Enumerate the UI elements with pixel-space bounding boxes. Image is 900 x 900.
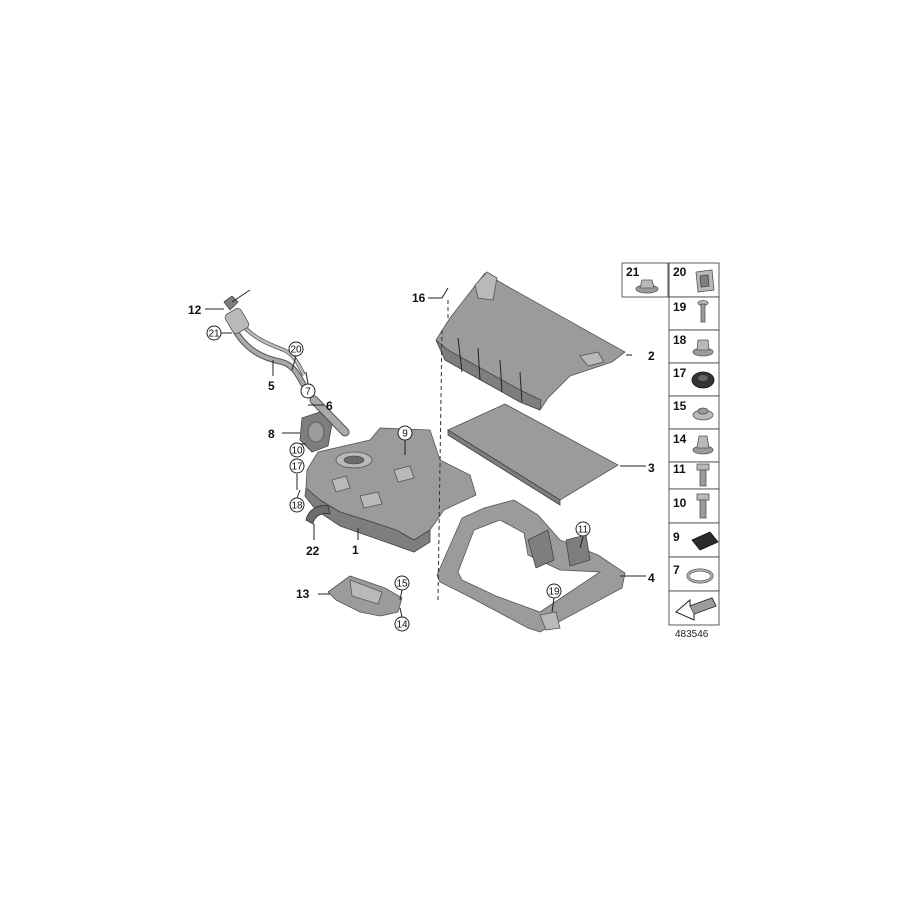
svg-text:15: 15 [396, 579, 408, 590]
clip-12-part [223, 289, 251, 311]
legend-label-21: 21 [626, 265, 640, 279]
callout-1: 1 [352, 543, 359, 557]
svg-text:19: 19 [548, 587, 560, 598]
callout-14-circled: 14 [394, 616, 410, 632]
svg-text:9: 9 [402, 429, 408, 440]
callout-13: 13 [296, 587, 310, 601]
legend-panel: 21 20 19 18 17 15 14 11 10 9 7 [621, 262, 720, 626]
bolt-10-icon [696, 493, 710, 519]
nut-14-icon [692, 435, 714, 455]
svg-text:14: 14 [396, 620, 408, 631]
callout-19-circled: 19 [546, 583, 562, 599]
callout-8: 8 [268, 427, 275, 441]
svg-text:20: 20 [290, 345, 302, 356]
screw-19-icon [697, 300, 709, 323]
legend-label-18: 18 [673, 333, 687, 347]
legend-label-15: 15 [673, 399, 687, 413]
callout-3: 3 [648, 461, 655, 475]
svg-text:18: 18 [291, 501, 303, 512]
legend-label-7: 7 [673, 563, 680, 577]
callout-2: 2 [648, 349, 655, 363]
mat-part [447, 403, 619, 506]
callout-5: 5 [268, 379, 275, 393]
callout-18-circled: 18 [289, 497, 305, 513]
legend-label-14: 14 [673, 432, 687, 446]
direction-arrow-icon [675, 597, 717, 621]
diagram-number: 483546 [675, 629, 709, 640]
callout-7-circled: 7 [300, 383, 316, 399]
callout-20-circled: 20 [288, 341, 304, 357]
clamp-7-icon [686, 568, 714, 584]
callout-15-circled: 15 [394, 575, 410, 591]
callout-22: 22 [306, 544, 320, 558]
callout-12: 12 [188, 303, 202, 317]
fuel-tank-part [304, 427, 477, 553]
frame-part [436, 499, 626, 633]
callout-9-circled: 9 [397, 425, 413, 441]
bolt-11-icon [696, 463, 710, 487]
callout-16: 16 [412, 291, 426, 305]
legend-label-20: 20 [673, 265, 687, 279]
grommet-17-icon [691, 371, 715, 389]
grommet-18-icon [692, 339, 714, 357]
nut-21-icon [635, 279, 659, 294]
upper-cover-part [435, 271, 626, 411]
callout-10-circled: 10 [289, 442, 305, 458]
clip-20-icon [695, 269, 715, 293]
legend-label-9: 9 [673, 530, 680, 544]
callout-11-circled: 11 [575, 521, 591, 537]
svg-text:10: 10 [291, 446, 303, 457]
callout-4: 4 [648, 571, 655, 585]
callout-6: 6 [326, 399, 333, 413]
leader-lines [205, 308, 646, 618]
pad-9-icon [691, 531, 719, 551]
legend-label-11: 11 [673, 462, 686, 476]
washer-15-icon [692, 407, 714, 421]
callout-21-circled: 21 [206, 325, 222, 341]
legend-label-19: 19 [673, 300, 687, 314]
filler-pipe-part [224, 308, 307, 387]
legend-label-17: 17 [673, 366, 687, 380]
svg-text:17: 17 [291, 462, 303, 473]
bracket-part [299, 411, 333, 453]
legend-label-10: 10 [673, 496, 687, 510]
svg-text:21: 21 [208, 329, 220, 340]
strap-part [305, 505, 331, 525]
svg-text:7: 7 [305, 387, 311, 398]
heat-shield-part [327, 575, 403, 617]
svg-text:11: 11 [578, 525, 589, 536]
callout-17-circled: 17 [289, 458, 305, 474]
